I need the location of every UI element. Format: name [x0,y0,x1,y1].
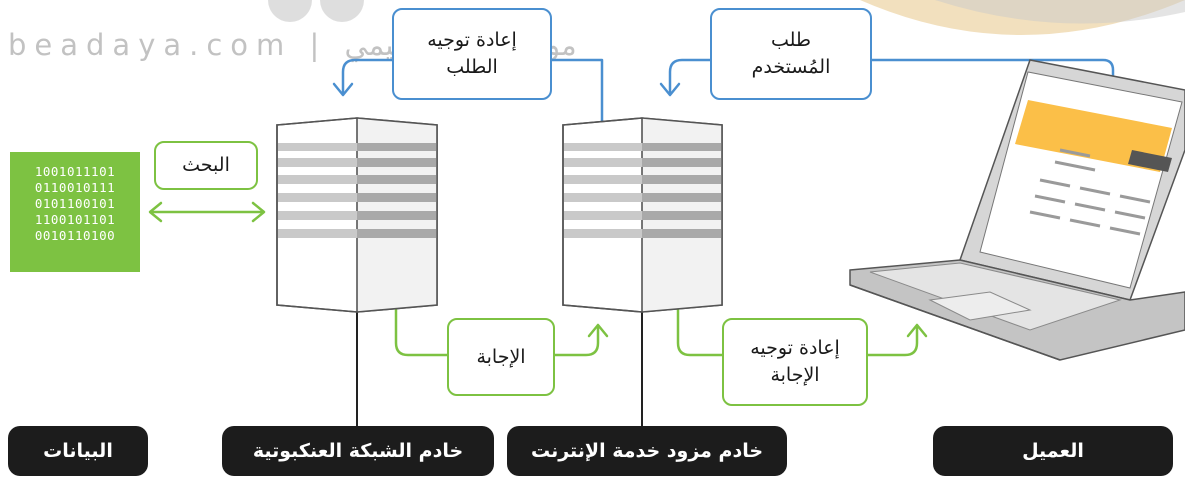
isp-server-label: خادم مزود خدمة الإنترنت [507,426,787,476]
request-arrowhead-isp [659,82,681,97]
redirect-response-box: إعادة توجيه الإجابة [722,318,868,406]
search-box: البحث [154,141,258,190]
search-arrowhead-right [251,201,266,223]
request-line-isp [550,58,604,124]
decor-dot [268,0,312,22]
request-line-to-web [341,58,394,94]
request-line-client [870,58,1115,124]
response-line-to-isp [553,326,600,357]
binary-row: 0101100101 [34,196,116,211]
binary-row: 0110010111 [34,180,116,195]
response-box: الإجابة [447,318,555,396]
binary-row: 0010110100 [34,228,116,243]
redirect-response-arrowhead-client [906,323,928,338]
binary-row: 1001011101 [34,164,116,179]
binary-data-block: 1001011101 0110010111 0101100101 1100101… [10,152,140,272]
client-label: العميل [933,426,1173,476]
request-arrowhead-web [332,82,354,97]
search-arrowhead-left [148,201,163,223]
decor-swoosh-grey [935,0,1185,24]
redirect-request-box: إعادة توجيه الطلب [392,8,552,100]
request-line-to-isp [668,58,712,94]
binary-row: 1100101101 [34,212,116,227]
redirect-response-line-to-client [866,326,919,357]
decor-dot [320,0,364,22]
web-server-label: خادم الشبكة العنكبوتية [222,426,494,476]
data-label: البيانات [8,426,148,476]
response-line-web [394,300,449,357]
redirect-response-line-isp [676,300,724,357]
response-arrowhead-isp [587,323,609,338]
user-request-box: طلب المُستخدم [710,8,872,100]
